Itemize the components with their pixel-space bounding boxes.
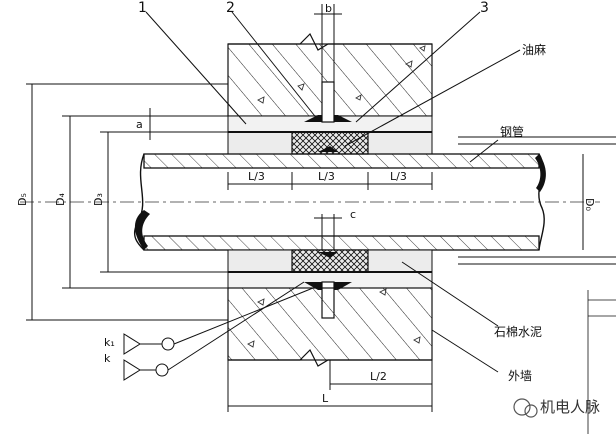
dim-l-label: L	[322, 392, 329, 405]
callout-3: 3	[480, 0, 489, 16]
dim-b-label: b	[325, 2, 332, 15]
dim-c-label: c	[350, 208, 356, 221]
weld-symbol-k	[123, 281, 305, 381]
concrete-aggregate-marks-lower	[247, 288, 421, 348]
callout-1: 1	[138, 0, 147, 16]
dim-d4	[62, 115, 228, 289]
frame-lines-right	[587, 290, 616, 434]
steel-pipe	[20, 153, 600, 251]
callout-2: 2	[226, 0, 235, 16]
dim-c	[314, 214, 342, 250]
weld-k-label: k	[104, 352, 111, 365]
dim-l	[227, 360, 433, 412]
dim-l3-right: L/3	[390, 170, 407, 183]
lower-wall	[227, 287, 433, 367]
dim-a-label: a	[136, 118, 143, 131]
concrete-aggregate-marks	[257, 45, 426, 104]
label-outer-wall: 外墙	[508, 369, 532, 383]
dim-b	[314, 4, 342, 82]
dim-thirds	[227, 172, 433, 190]
dim-l3-mid: L/3	[318, 170, 335, 183]
label-oakum: 油麻	[522, 42, 546, 57]
dim-l3-left: L/3	[248, 170, 265, 183]
weld-symbol-k1	[123, 285, 319, 355]
label-asbestos-cement: 石棉水泥	[494, 325, 542, 339]
watermark: 机电人脉	[513, 398, 600, 418]
dim-d0-label: D₀	[583, 198, 596, 211]
lower-packing-band	[227, 249, 433, 319]
dim-d5-label: D₅	[16, 193, 29, 206]
dim-l2-label: L/2	[370, 370, 387, 383]
dim-d5	[26, 83, 228, 321]
callout-leaders	[145, 11, 521, 373]
label-steel-pipe: 钢管	[500, 124, 524, 139]
dim-d4-label: D₄	[54, 193, 67, 206]
dim-d3	[100, 131, 228, 273]
wechat-icon	[513, 398, 531, 416]
watermark-text: 机电人脉	[540, 398, 600, 416]
upper-packing-band	[227, 81, 433, 155]
weld-k1-label: k₁	[104, 336, 115, 349]
dim-a	[142, 108, 228, 140]
extension-lines-right	[458, 136, 616, 265]
dim-d3-label: D₃	[92, 193, 105, 206]
